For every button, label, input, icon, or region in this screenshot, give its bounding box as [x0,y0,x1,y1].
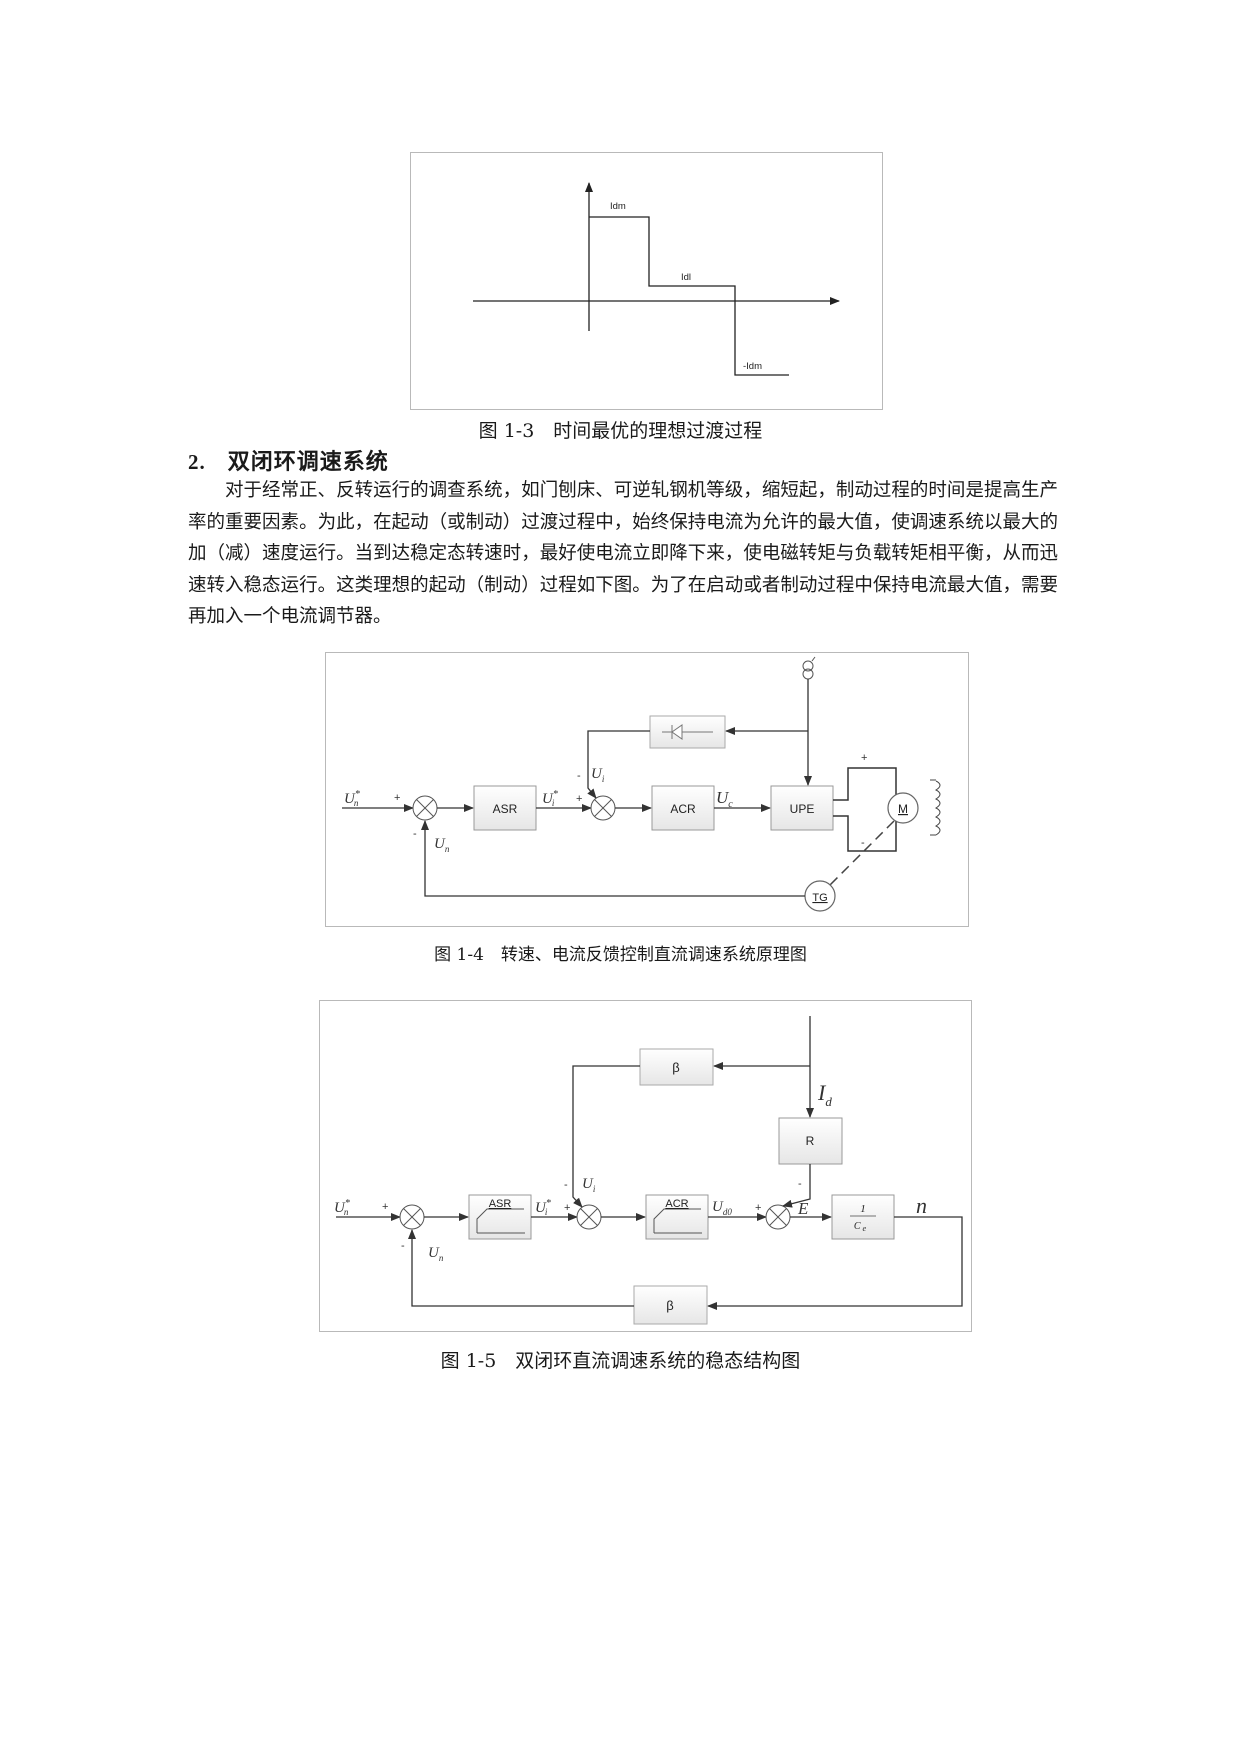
svg-text:ASR: ASR [489,1198,512,1210]
svg-text:ACR: ACR [665,1198,688,1210]
svg-text:Ui: Ui [582,1176,596,1194]
svg-text:-: - [861,837,865,849]
acr-block: ACR [651,785,715,831]
svg-text:β: β [672,1060,679,1075]
svg-text:Un: Un [428,1245,444,1263]
svg-text:Un: Un [434,836,450,854]
label-neg-idm: -Idm [743,361,762,372]
section-title: 双闭环调速系统 [227,450,389,475]
svg-text:+: + [564,1202,570,1214]
svg-text:Ce: Ce [854,1221,867,1233]
acr-block: ACR [645,1194,709,1240]
figure-1-4: ASR ACR UPE M [325,652,969,927]
svg-text:+: + [382,1201,388,1213]
summing-junction-speed [399,1204,425,1230]
label-idl: Idl [681,272,691,283]
svg-text:Ui: Ui [591,766,605,784]
svg-text:Ud0: Ud0 [712,1199,732,1217]
svg-text:UPE: UPE [790,802,815,816]
svg-text:β: β [666,1298,673,1313]
svg-text:U*n: U*n [344,789,360,808]
asr-block: ASR [473,785,537,831]
svg-text:Uc: Uc [716,788,733,810]
summing-junction-current [590,795,616,821]
summing-junction-voltage [765,1204,791,1230]
svg-text:ACR: ACR [670,802,696,816]
body-paragraph: 对于经常正、反转运行的调查系统，如门刨床、可逆轧钢机等级，缩短起，制动过程的时间… [188,480,1058,627]
svg-text:n: n [916,1193,927,1218]
svg-text:-: - [401,1240,405,1252]
svg-text:+: + [755,1202,761,1214]
figure-1-4-diagram: ASR ACR UPE M [342,656,941,912]
svg-text:-: - [577,770,581,782]
summing-junction-current [576,1204,602,1230]
label-idm: Idm [610,201,626,212]
svg-text:+: + [861,752,867,764]
resistance-block-r: R [778,1117,843,1165]
asr-block: ASR [468,1194,532,1240]
current-sensor-diode-block [649,715,726,749]
svg-text:1: 1 [860,1203,866,1215]
upe-block: UPE [770,785,834,831]
svg-text:Id: Id [817,1080,832,1109]
svg-text:U*i: U*i [542,789,558,808]
figure-1-3-plot: Idm Idl -Idm [473,182,840,376]
section-number: 2. [188,450,206,474]
svg-text:U*i: U*i [535,1198,551,1217]
motor-m: M [887,792,919,824]
svg-text:-: - [564,1179,568,1191]
svg-text:-: - [798,1178,802,1190]
section-heading: 2. 双闭环调速系统 [188,444,389,476]
caption-fig-1-4: 图 1-4 转速、电流反馈控制直流调速系统原理图 [434,945,807,965]
svg-text:E: E [797,1199,809,1218]
summing-junction-speed [412,795,438,821]
beta-block-current: β [639,1048,714,1086]
svg-text:U*n: U*n [334,1198,350,1217]
field-winding-icon [934,780,941,836]
caption-fig-1-3: 图 1-3 时间最优的理想过渡过程 [478,420,763,442]
svg-text:M: M [898,802,908,816]
figure-1-3: Idm Idl -Idm [410,152,883,410]
caption-fig-1-5: 图 1-5 双闭环直流调速系统的稳态结构图 [440,1350,801,1372]
svg-text:R: R [806,1134,815,1148]
transformer-source-icon [802,656,816,680]
current-waveform [589,216,789,376]
beta-block-speed: β [633,1285,708,1325]
svg-text:TG: TG [812,892,827,904]
svg-text:+: + [394,792,400,804]
svg-text:ASR: ASR [493,802,518,816]
svg-text:+: + [576,793,582,805]
tachogenerator-tg: TG [804,880,836,912]
svg-text:-: - [413,828,417,840]
